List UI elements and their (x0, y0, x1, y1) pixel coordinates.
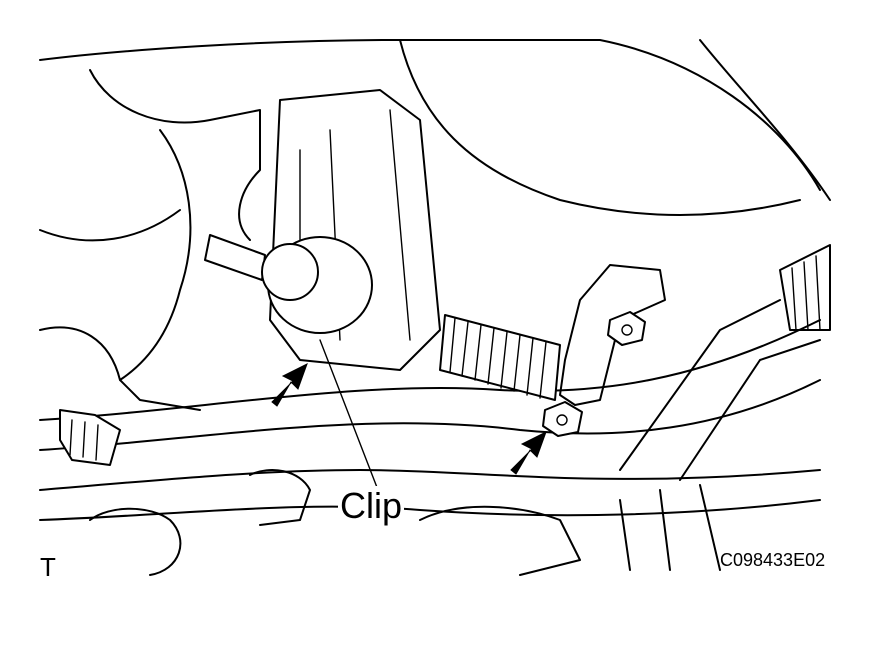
lower-right-part (419, 505, 581, 576)
right-tie-rod (779, 244, 831, 331)
left-mount (119, 129, 192, 381)
frame-bottom-2 (39, 499, 821, 521)
nut-upper (607, 311, 646, 346)
clip-leader-line (319, 339, 379, 491)
lower-left-part (89, 507, 182, 576)
gear-housing (269, 89, 441, 371)
lower-center-part (249, 469, 311, 526)
wire-connector (59, 409, 121, 466)
engine-body-lower-curve (399, 39, 801, 216)
left-bracket (89, 69, 261, 241)
crossmember-upper (39, 319, 821, 421)
arrow-icon (510, 430, 547, 475)
clip-label: Clip (338, 485, 405, 526)
rack-boot (439, 314, 561, 401)
left-lower-link (39, 326, 201, 411)
nut-lower (542, 401, 583, 437)
left-arm (39, 209, 181, 242)
crossmember-lower (39, 379, 821, 451)
lower-right-frame (619, 484, 721, 571)
figure-code: C098433E02 (720, 550, 826, 570)
right-bracket (559, 264, 666, 406)
frame-bottom (39, 469, 821, 491)
left-tie-rod (204, 234, 266, 281)
arrow-icon (271, 362, 308, 407)
ball-joint-nut (261, 243, 319, 301)
right-boot-ribs (791, 255, 821, 331)
engine-body-outline (39, 39, 821, 191)
corner-mark: T (40, 552, 56, 582)
body-right-edge (699, 39, 831, 201)
right-lower-arm (619, 299, 821, 481)
